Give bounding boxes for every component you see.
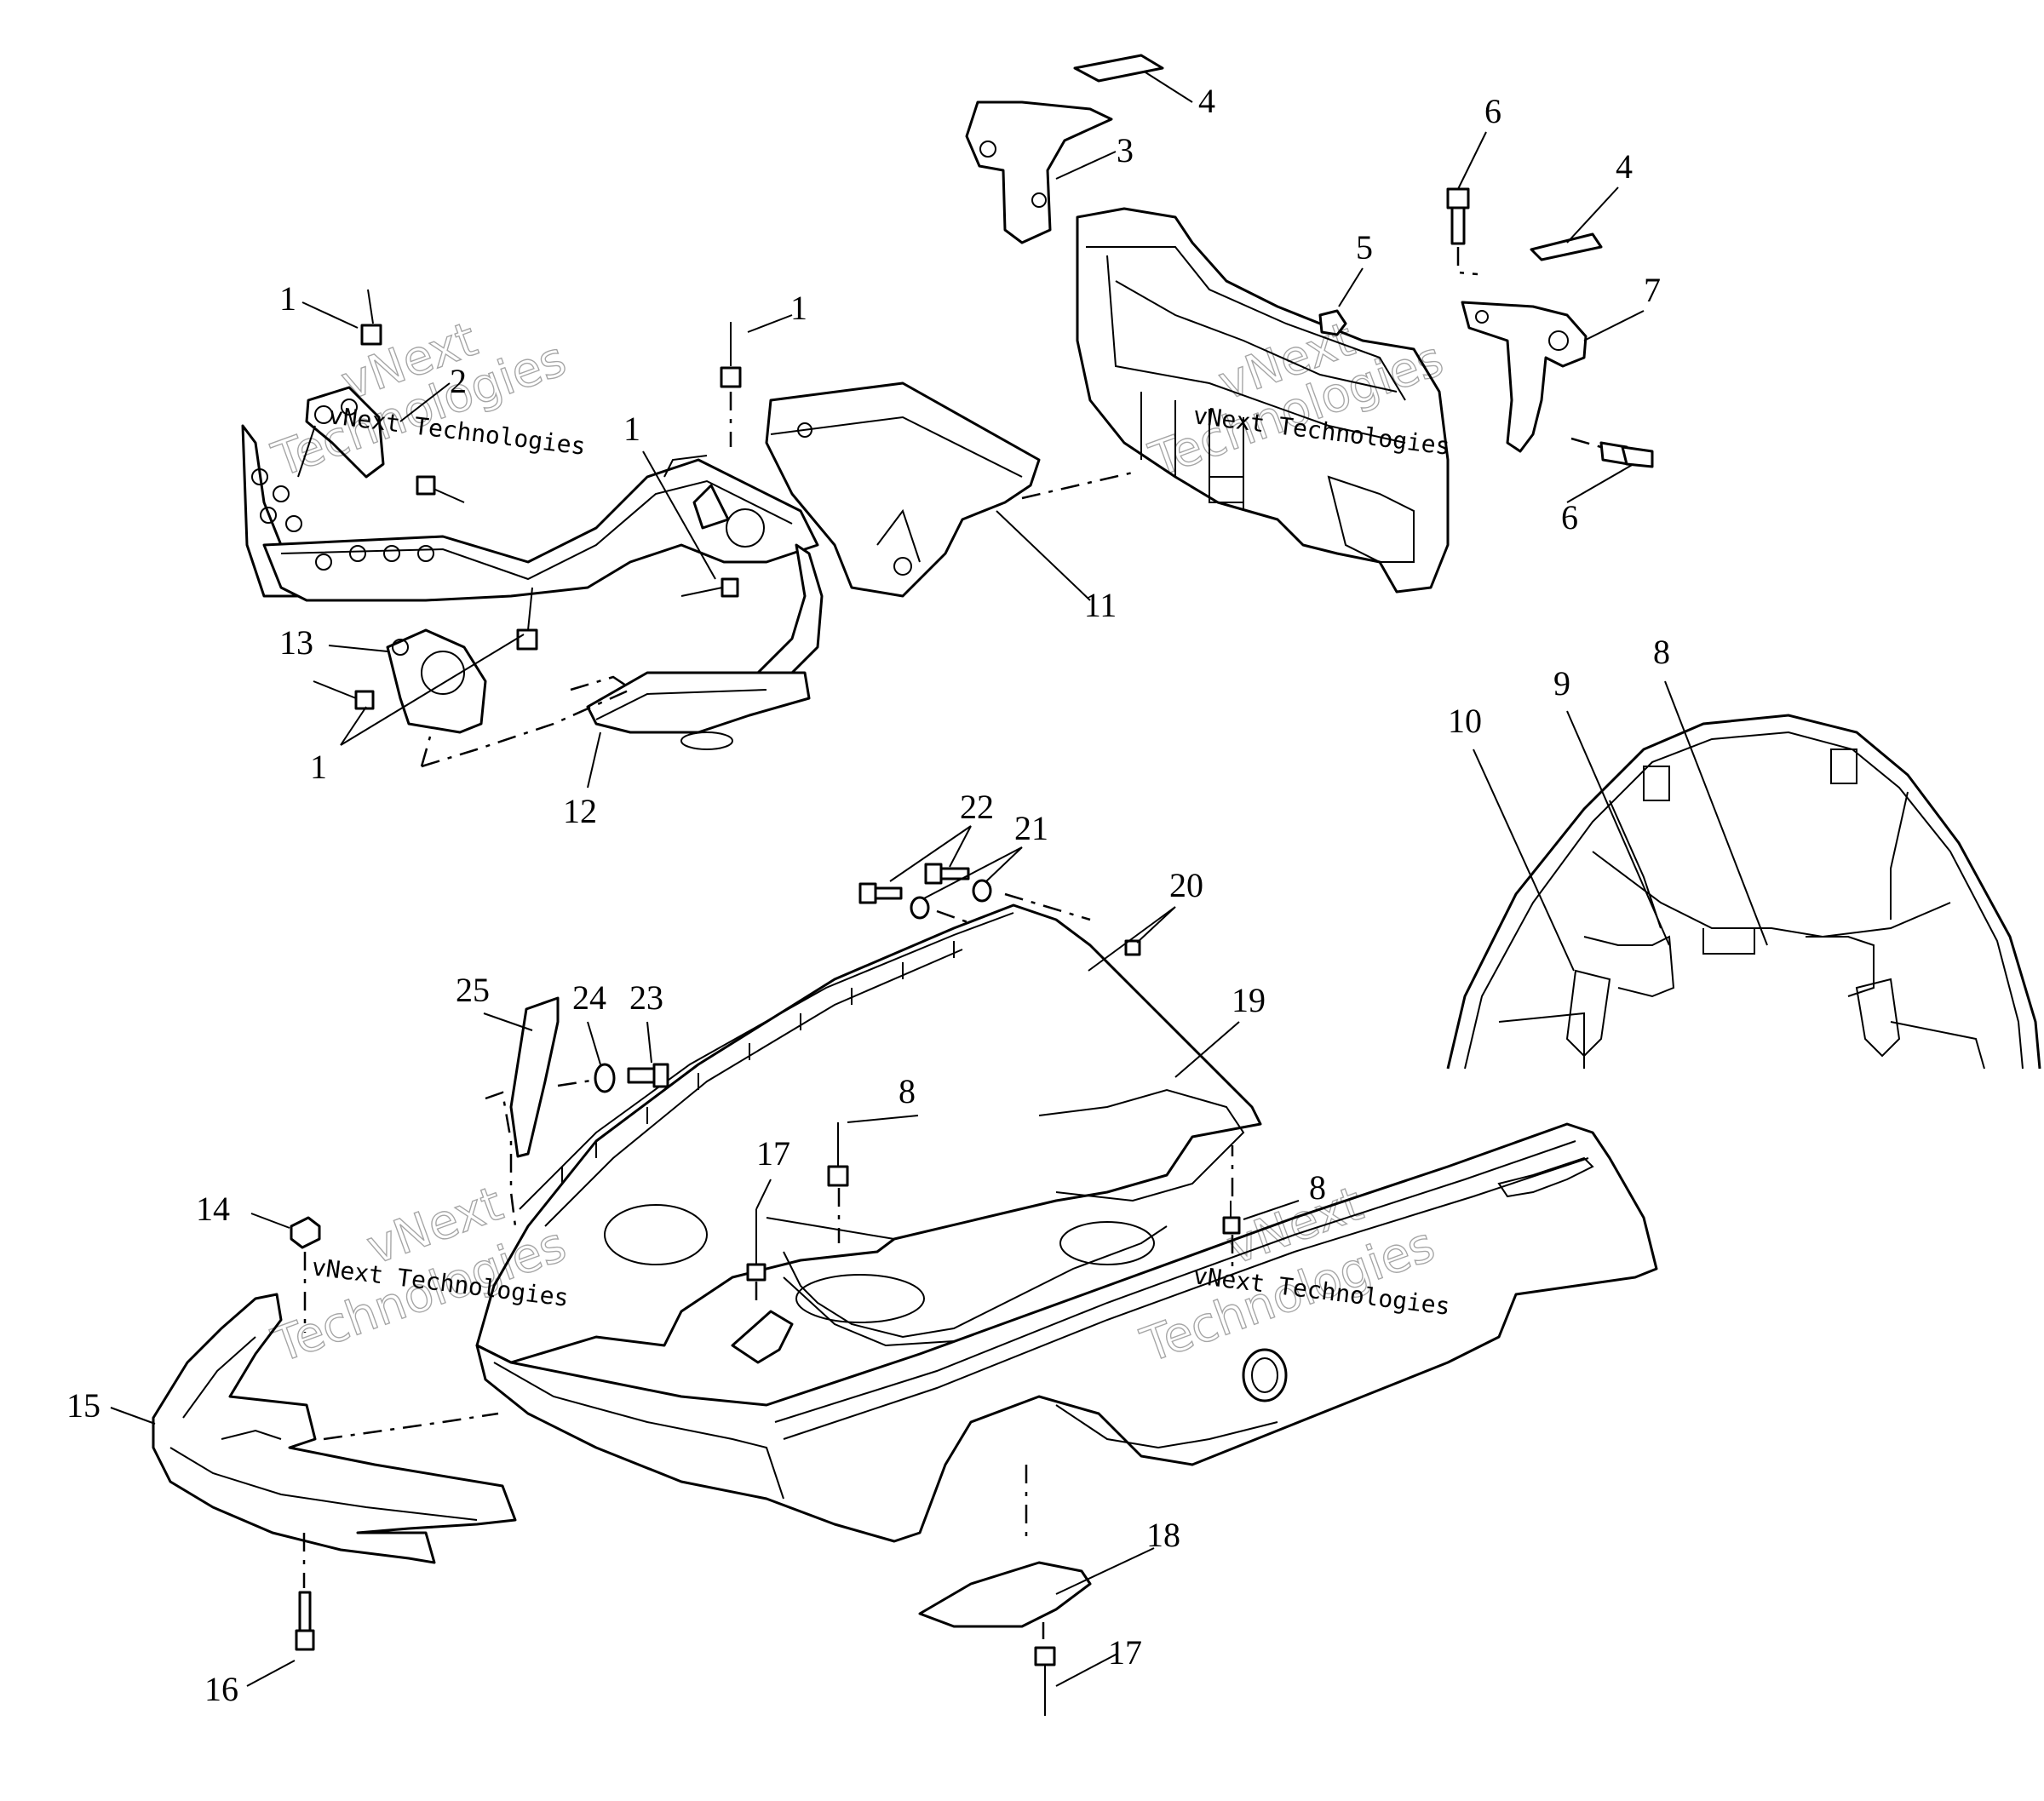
callout-c24: 24 — [572, 978, 606, 1017]
rear-cross-member-assembly — [965, 54, 1654, 594]
washer-part-21 — [910, 879, 992, 920]
callout-c6a: 6 — [1484, 92, 1501, 130]
callout-c10: 10 — [1448, 702, 1482, 740]
callout-c19: 19 — [1232, 981, 1266, 1019]
front-frame-assembly — [241, 289, 1134, 768]
callout-c14: 14 — [196, 1190, 230, 1228]
callout-c20: 20 — [1169, 866, 1203, 904]
callout-c2: 2 — [450, 362, 467, 400]
callout-c25: 25 — [456, 971, 490, 1009]
bolt-part-8 — [827, 1122, 1241, 1277]
callout-c1d: 1 — [310, 748, 327, 786]
callout-c8c: 8 — [1309, 1168, 1326, 1207]
callout-c13: 13 — [279, 623, 313, 662]
hood-rivet-row — [561, 941, 955, 1184]
callout-c4a: 4 — [1198, 82, 1215, 120]
callout-c5: 5 — [1356, 228, 1373, 267]
callout-c6b: 6 — [1561, 498, 1578, 536]
callout-c21: 21 — [1014, 809, 1048, 847]
callout-c17a: 17 — [756, 1134, 790, 1173]
callout-c15: 15 — [66, 1386, 100, 1425]
callout-c1b: 1 — [790, 289, 807, 327]
callout-c16: 16 — [204, 1670, 238, 1708]
callout-c8a: 8 — [1653, 633, 1670, 671]
callout-c9: 9 — [1553, 664, 1570, 703]
callout-c23: 23 — [629, 978, 663, 1017]
callout-c3: 3 — [1117, 131, 1134, 169]
bolt-part-22 — [858, 863, 970, 904]
inset-detail-view — [1446, 714, 2041, 1070]
callout-c7: 7 — [1644, 271, 1661, 309]
callout-c11: 11 — [1084, 586, 1117, 624]
callout-c4b: 4 — [1616, 147, 1633, 186]
leader-lines — [110, 72, 1768, 1687]
callout-c1a: 1 — [279, 279, 296, 318]
callout-c18: 18 — [1146, 1516, 1180, 1554]
callout-c12: 12 — [563, 792, 597, 830]
callout-c8b: 8 — [899, 1072, 916, 1110]
callout-c22: 22 — [960, 788, 994, 826]
callout-c1c: 1 — [623, 410, 640, 448]
hood-belly-pan-assembly — [152, 863, 1658, 1716]
callout-c17b: 17 — [1108, 1633, 1142, 1672]
